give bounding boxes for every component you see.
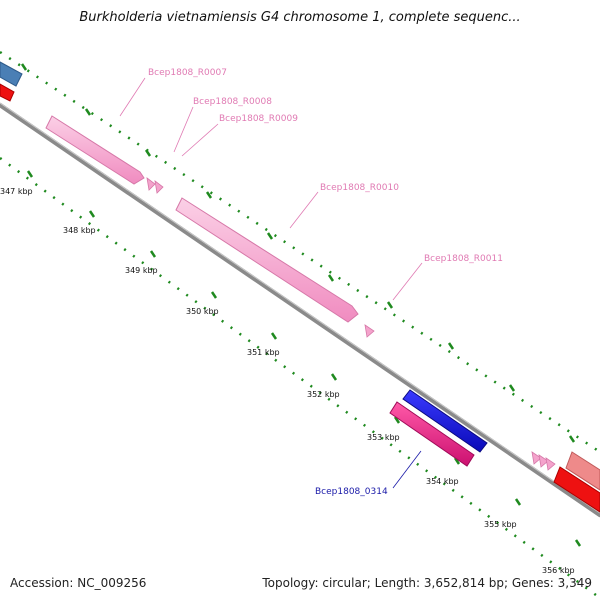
- gene-feature-steelblue[interactable]: [0, 61, 23, 87]
- accession-text: Accession: NC_009256: [10, 576, 147, 590]
- gene-feature-red[interactable]: [0, 83, 15, 102]
- sequence-backbone: [0, 102, 600, 518]
- scale-label: 356 kbp: [542, 566, 575, 575]
- rna-feature-R0009[interactable]: [154, 180, 164, 194]
- scale-label: 352 kbp: [307, 390, 340, 399]
- inner-tick-track: [0, 156, 600, 600]
- scale-label: 349 kbp: [125, 266, 158, 275]
- map-title: Burkholderia vietnamiensis G4 chromosome…: [79, 10, 521, 25]
- scale-label: 353 kbp: [367, 433, 400, 442]
- inner-major-ticks: [26, 170, 582, 547]
- outer-major-ticks: [20, 63, 576, 443]
- backbone-highlight: [0, 102, 600, 514]
- cds-feature-Bcep1808_0314[interactable]: [389, 401, 475, 467]
- outer-tick-track: [0, 50, 600, 454]
- scale-label: 350 kbp: [186, 307, 219, 316]
- rna-feature-R0011[interactable]: [364, 324, 375, 338]
- gene-feature-salmon[interactable]: [565, 451, 600, 491]
- label-leaders: [119, 77, 423, 489]
- cds-feature-blue[interactable]: [402, 389, 488, 453]
- rna-feature-right-b[interactable]: [538, 454, 549, 468]
- rna-feature-R0010[interactable]: [175, 197, 359, 323]
- rna-feature-right-a[interactable]: [531, 451, 542, 465]
- feature-label-R0009[interactable]: Bcep1808_R0009: [219, 114, 298, 124]
- feature-label-R0011[interactable]: Bcep1808_R0011: [424, 254, 503, 264]
- feature-label-R0008[interactable]: Bcep1808_R0008: [193, 97, 272, 107]
- gene-feature-red-right[interactable]: [553, 466, 600, 513]
- scale-label: 351 kbp: [247, 348, 280, 357]
- rna-feature-right-c[interactable]: [545, 457, 556, 471]
- topology-stats-text: Topology: circular; Length: 3,652,814 bp…: [262, 576, 592, 590]
- feature-label-R0007[interactable]: Bcep1808_R0007: [148, 68, 227, 78]
- feature-label-Bcep1808_0314[interactable]: Bcep1808_0314: [315, 487, 388, 497]
- scale-label: 347 kbp: [0, 187, 33, 196]
- scale-label: 354 kbp: [426, 477, 459, 486]
- feature-label-R0010[interactable]: Bcep1808_R0010: [320, 183, 399, 193]
- rna-feature-R0007[interactable]: [45, 115, 145, 185]
- scale-label: 355 kbp: [484, 520, 517, 529]
- scale-label: 348 kbp: [63, 226, 96, 235]
- rna-feature-R0008[interactable]: [146, 177, 156, 191]
